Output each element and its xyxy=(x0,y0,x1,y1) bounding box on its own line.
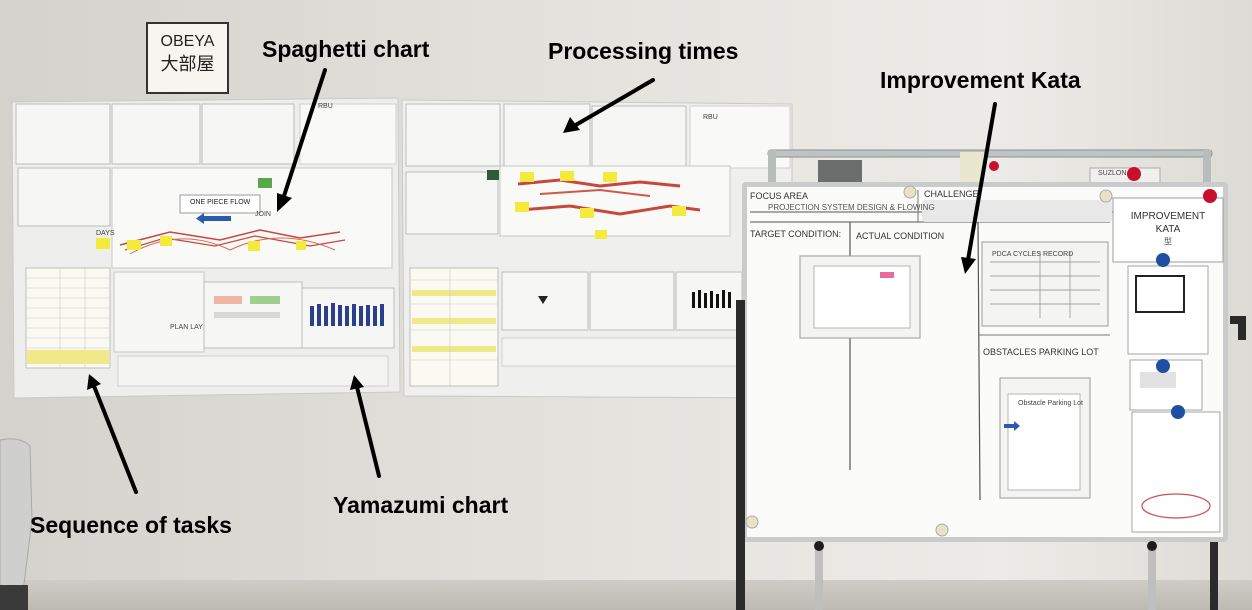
sticky-note xyxy=(296,241,306,250)
magnet xyxy=(1156,253,1170,267)
middle-table xyxy=(409,267,499,387)
arrow-spaghetti xyxy=(281,68,327,201)
sticky-note xyxy=(160,236,172,246)
wb-card-3 xyxy=(1131,411,1221,533)
magnet xyxy=(1171,405,1185,419)
tray-item xyxy=(818,160,862,184)
sticky-note xyxy=(560,171,574,181)
blue-arrow xyxy=(1004,424,1014,428)
magnet xyxy=(1127,167,1141,181)
yamazumi-bars xyxy=(310,303,384,326)
plan-layout-sheet xyxy=(113,271,205,353)
sticky-note xyxy=(580,208,594,218)
pin xyxy=(903,185,917,199)
sticky-note xyxy=(595,230,607,239)
spaghetti-sheet xyxy=(111,167,393,269)
sheet-3 xyxy=(201,103,295,165)
sheet-m6 xyxy=(501,271,589,331)
stand-pole-left xyxy=(768,150,776,190)
sheet-4 xyxy=(299,103,397,165)
annotation-arrows xyxy=(87,68,997,494)
stand-pole-right xyxy=(1203,150,1211,190)
stand-leg xyxy=(815,542,823,610)
sticky-note xyxy=(127,240,141,250)
green-tag xyxy=(258,178,272,188)
tray-item xyxy=(1089,167,1161,185)
sheet-m2 xyxy=(503,103,591,167)
stand-leg xyxy=(1148,542,1156,610)
sticky-note xyxy=(96,238,110,249)
arrow-kata xyxy=(966,102,997,262)
arrow-sequence xyxy=(92,384,138,494)
down-arrow-glyph xyxy=(538,296,548,304)
sheet-m1 xyxy=(405,103,501,167)
magnet xyxy=(1203,189,1217,203)
pin xyxy=(1099,189,1113,203)
stand-leg xyxy=(736,300,745,610)
sheet-1 xyxy=(15,103,111,165)
pin xyxy=(745,515,759,529)
sheet-2 xyxy=(111,103,201,165)
magnet xyxy=(989,161,999,171)
sheet-m5 xyxy=(405,171,499,235)
sticky-note xyxy=(515,202,529,212)
stand-bar-top xyxy=(767,149,1213,158)
chair xyxy=(0,438,33,610)
pin xyxy=(935,523,949,537)
magnet xyxy=(1156,359,1170,373)
side-handle xyxy=(1230,316,1246,340)
stand-leg xyxy=(1210,542,1218,610)
sticky-note xyxy=(672,206,686,216)
sticky-note xyxy=(520,172,534,182)
sheet-5 xyxy=(17,167,111,227)
arrow-processing xyxy=(572,78,655,128)
chair-leg xyxy=(0,585,28,610)
flow-arrow xyxy=(203,216,231,221)
processing-sheet xyxy=(499,165,731,237)
sheet-m3 xyxy=(591,105,687,167)
kata-card xyxy=(1112,197,1224,263)
arrow-yamazumi xyxy=(355,385,381,478)
floor xyxy=(0,580,1252,610)
redacted-box xyxy=(922,200,1112,222)
sticky-note xyxy=(603,172,617,182)
sheet-m8 xyxy=(675,271,743,331)
sequence-table-rows xyxy=(26,268,110,368)
sticky-note xyxy=(248,241,260,251)
sheet-m7 xyxy=(589,271,675,331)
green-tag xyxy=(487,170,499,180)
wb-sheet-pdca xyxy=(981,241,1109,327)
middle-yamazumi-bars xyxy=(692,290,731,308)
